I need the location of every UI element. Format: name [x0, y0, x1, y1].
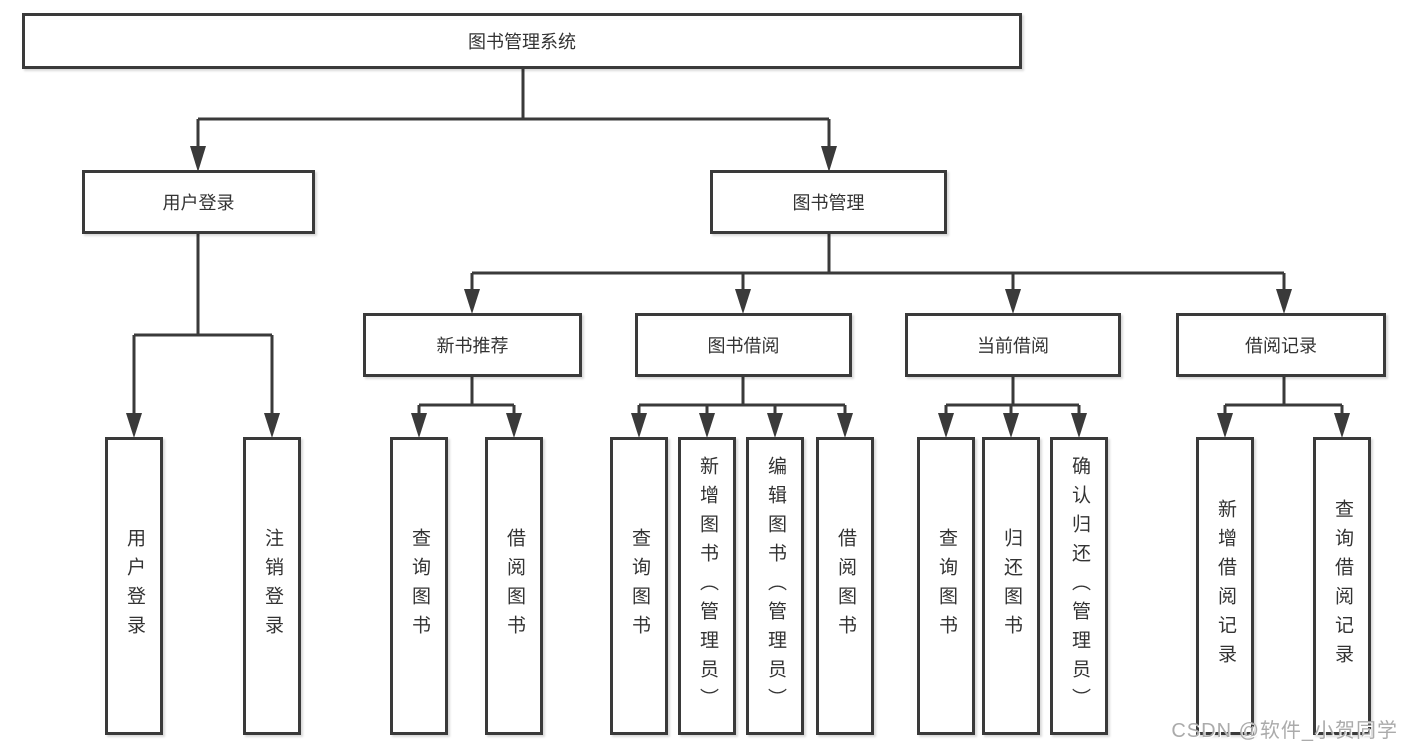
arrowheads: [126, 146, 1350, 438]
leaf-recommend-query-books: 查询图书: [390, 437, 448, 735]
arrow-icon: [126, 413, 142, 438]
node-user-login: 用户登录: [82, 170, 315, 234]
arrow-icon: [938, 413, 954, 438]
arrow-icon: [767, 413, 783, 438]
arrow-icon: [190, 146, 206, 172]
node-borrow-records: 借阅记录: [1176, 313, 1386, 377]
arrow-icon: [1217, 413, 1233, 438]
arrow-icon: [464, 289, 480, 314]
leaf-edit-book-admin: 编辑图书（管理员）: [746, 437, 804, 735]
arrow-icon: [506, 413, 522, 438]
arrow-icon: [411, 413, 427, 438]
csdn-watermark: CSDN @软件_小贺同学: [1171, 720, 1398, 742]
arrow-icon: [1003, 413, 1019, 438]
arrow-icon: [735, 289, 751, 314]
leaf-borrow-query-books: 查询图书: [610, 437, 668, 735]
leaf-borrow-books: 借阅图书: [816, 437, 874, 735]
arrow-icon: [1071, 413, 1087, 438]
node-root: 图书管理系统: [22, 13, 1022, 69]
leaf-add-borrow-record: 新增借阅记录: [1196, 437, 1254, 735]
arrow-icon: [1276, 289, 1292, 314]
arrow-icon: [631, 413, 647, 438]
node-book-management: 图书管理: [710, 170, 947, 234]
connector-root-to-level2: [196, 68, 831, 150]
arrow-icon: [264, 413, 280, 438]
connector-bookborrow-to-leaves: [637, 377, 847, 416]
connector-userlogin-to-leaves: [132, 233, 274, 416]
leaf-user-login: 用户登录: [105, 437, 163, 735]
leaf-query-borrow-record: 查询借阅记录: [1313, 437, 1371, 735]
leaf-confirm-return-admin: 确认归还（管理员）: [1050, 437, 1108, 735]
arrow-icon: [1005, 289, 1021, 314]
leaf-recommend-borrow-books: 借阅图书: [485, 437, 543, 735]
arrow-icon: [837, 413, 853, 438]
arrow-icon: [821, 146, 837, 172]
arrow-icon: [699, 413, 715, 438]
leaf-logout: 注销登录: [243, 437, 301, 735]
leaf-current-query-books: 查询图书: [917, 437, 975, 735]
arrow-icon: [1334, 413, 1350, 438]
connector-bookmgmt-to-level3: [470, 233, 1286, 292]
connector-records-to-leaves: [1223, 377, 1344, 416]
leaf-add-book-admin: 新增图书（管理员）: [678, 437, 736, 735]
node-new-book-recommend: 新书推荐: [363, 313, 582, 377]
node-current-borrow: 当前借阅: [905, 313, 1121, 377]
leaf-return-book: 归还图书: [982, 437, 1040, 735]
node-book-borrow: 图书借阅: [635, 313, 852, 377]
connector-currentborrow-to-leaves: [944, 377, 1081, 416]
connector-newbook-to-leaves: [417, 377, 516, 416]
